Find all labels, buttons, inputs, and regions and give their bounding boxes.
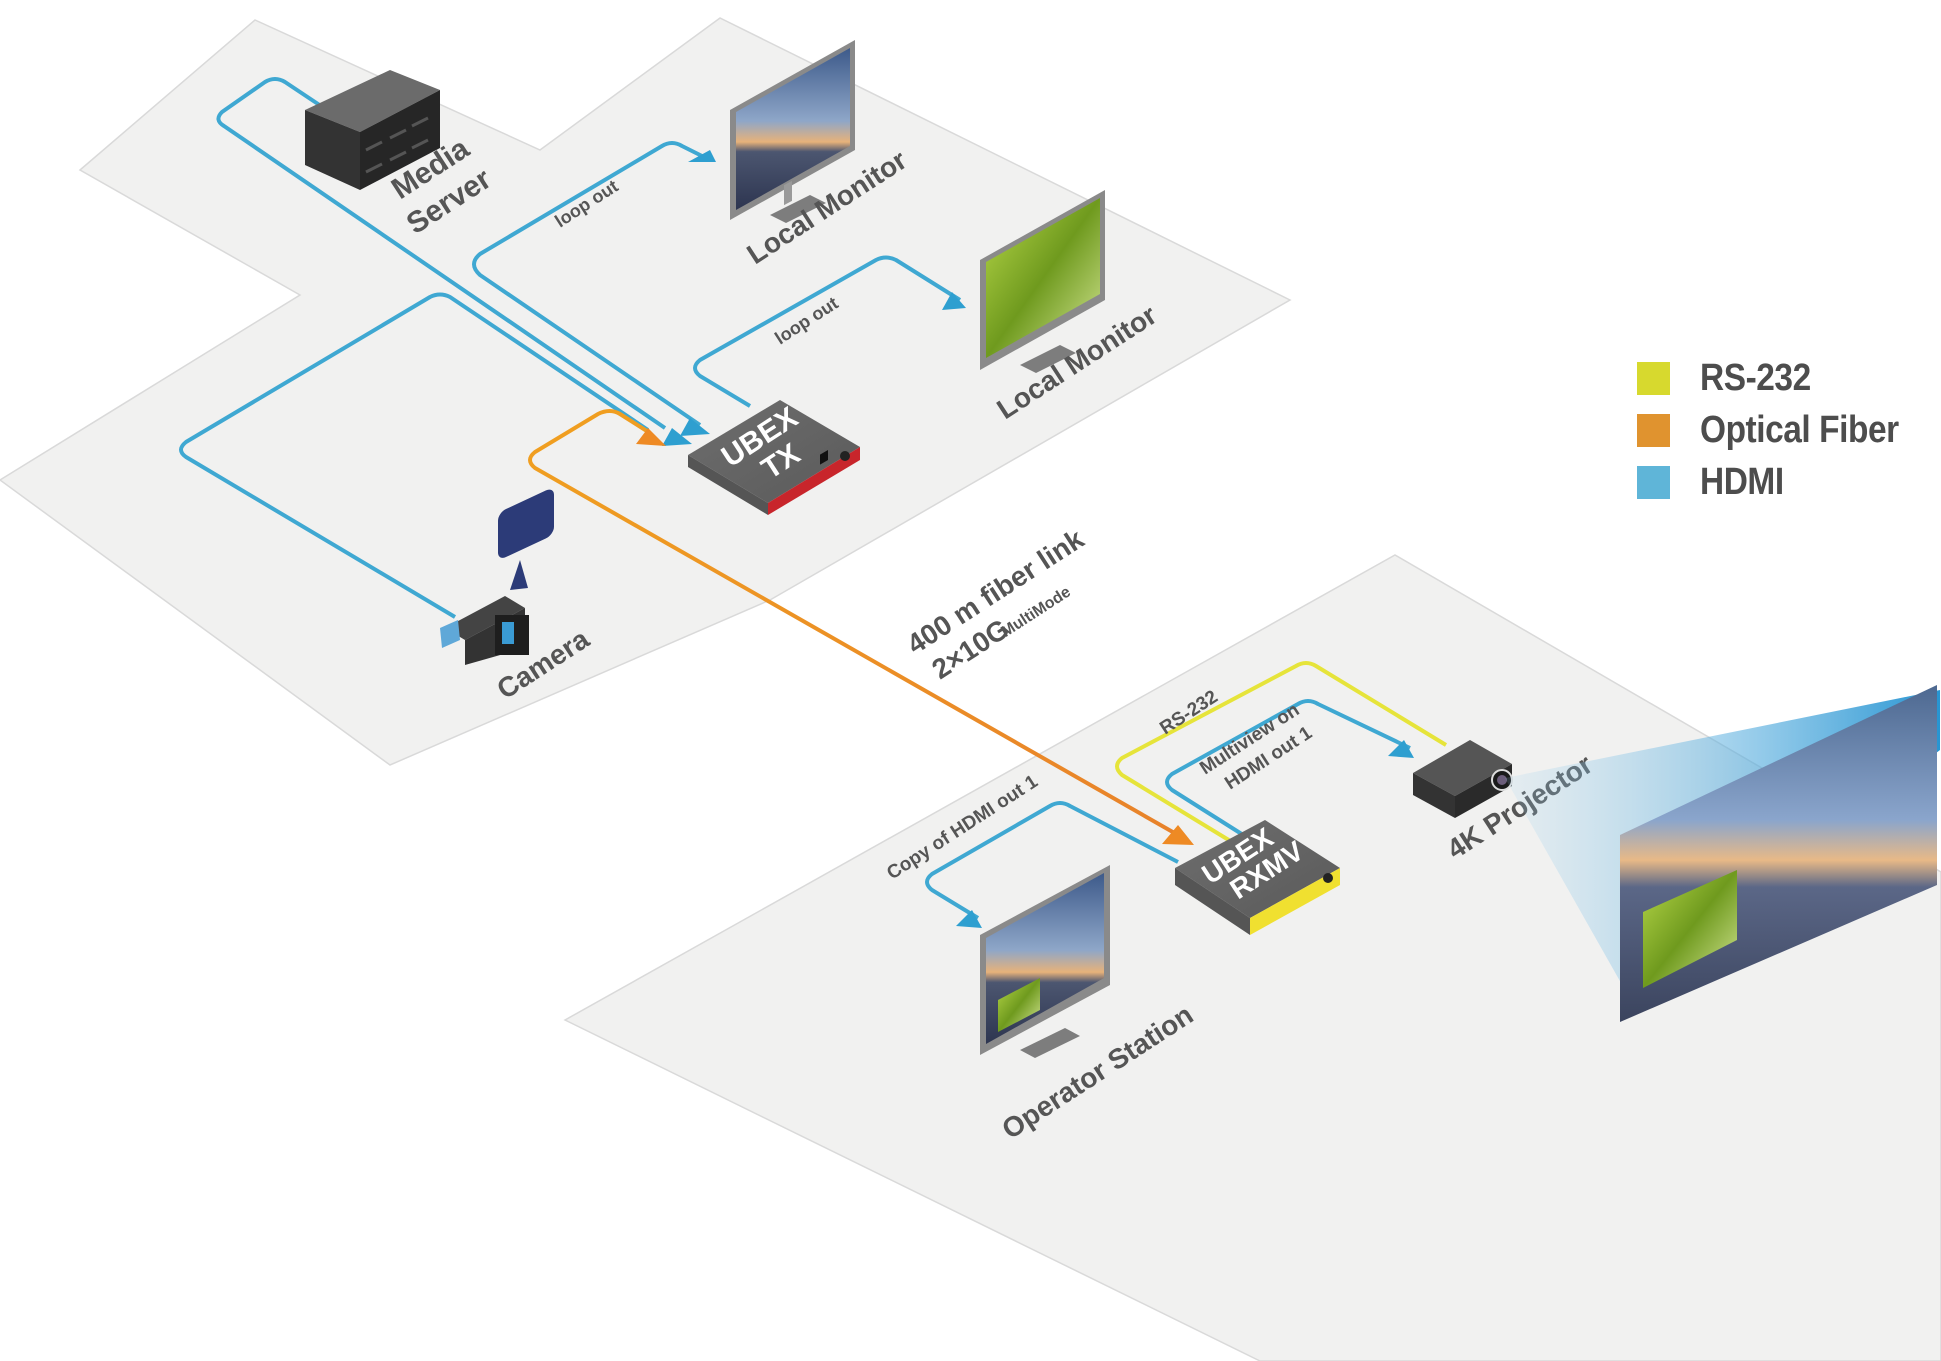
arrow-head-icon xyxy=(942,292,966,310)
hdmi-cable-loop-out-2 xyxy=(693,255,962,408)
arrow-head-icon xyxy=(1162,825,1194,845)
arrow-head-icon xyxy=(688,150,716,162)
local-monitor-2[interactable] xyxy=(980,190,1105,373)
legend: RS-232 Optical Fiber HDMI xyxy=(1637,352,1926,508)
ubex-rxmv-device[interactable] xyxy=(1175,820,1340,935)
projector-device[interactable] xyxy=(1413,740,1513,818)
camera-device[interactable] xyxy=(440,487,554,665)
ubex-tx-device[interactable] xyxy=(688,400,860,515)
hdmi-cables-lower xyxy=(925,699,1411,920)
arrow-head-icon xyxy=(680,418,710,436)
legend-item-fiber: Optical Fiber xyxy=(1637,404,1926,456)
legend-swatch-fiber xyxy=(1637,413,1670,447)
legend-item-rs232: RS-232 xyxy=(1637,352,1926,404)
legend-swatch-rs232 xyxy=(1637,361,1670,395)
rs232-cable xyxy=(1115,661,1448,844)
operator-station-monitor[interactable] xyxy=(980,865,1110,1058)
arrow-head-icon xyxy=(636,428,666,446)
legend-swatch-hdmi xyxy=(1637,465,1670,499)
arrow-head-icon xyxy=(1388,740,1414,758)
hdmi-cable-loop-out-1 xyxy=(472,141,711,427)
legend-label-fiber: Optical Fiber xyxy=(1700,408,1899,451)
floor-upper xyxy=(0,17,1292,766)
hdmi-cables-upper xyxy=(179,77,962,619)
projection-screen[interactable] xyxy=(1620,685,1937,1022)
floor-lower xyxy=(563,554,1941,1361)
arrow-head-icon xyxy=(956,910,982,928)
legend-label-rs232: RS-232 xyxy=(1700,356,1811,399)
hdmi-cable-multiview xyxy=(1165,699,1411,840)
fiber-cable xyxy=(528,409,1179,837)
media-server-device[interactable] xyxy=(305,70,440,190)
hdmi-cable-media-server-in xyxy=(216,77,667,430)
legend-label-hdmi: HDMI xyxy=(1700,460,1784,503)
hdmi-cable-camera xyxy=(179,292,650,619)
legend-item-hdmi: HDMI xyxy=(1637,456,1926,508)
hdmi-cable-copy-out xyxy=(925,801,1179,920)
arrow-head-icon xyxy=(662,428,692,446)
local-monitor-1[interactable] xyxy=(730,40,855,223)
